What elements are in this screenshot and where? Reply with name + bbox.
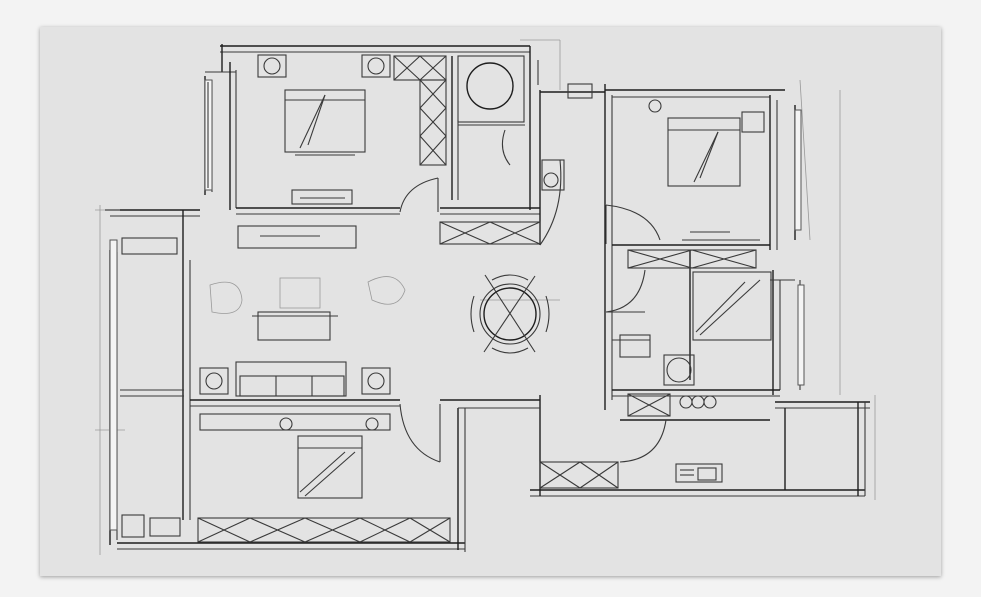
toilet	[541, 83, 593, 191]
bed-upper-left	[284, 89, 366, 156]
desk-upper-left	[291, 189, 353, 205]
bed-upper-right	[667, 117, 741, 187]
exterior-walls	[105, 44, 870, 552]
balcony-fixtures	[120, 237, 184, 538]
interior-walls	[190, 56, 780, 421]
window-left-balcony	[109, 239, 118, 531]
washbasin-round	[457, 55, 525, 126]
armchairs	[209, 276, 406, 314]
dimension-lines	[95, 39, 876, 555]
dining-table	[470, 274, 550, 354]
tv-console	[237, 225, 357, 249]
wardrobe-right	[627, 249, 757, 269]
sofa	[235, 361, 347, 397]
window-left-upper	[204, 79, 213, 191]
stove	[675, 463, 723, 483]
bed-lower-left	[297, 435, 363, 499]
wardrobe-hall	[439, 221, 541, 245]
washing-machine	[663, 354, 695, 386]
door-swings	[399, 129, 667, 463]
lamp-fixtures	[199, 54, 717, 431]
wardrobe-bottom	[197, 517, 451, 543]
desk-right	[682, 231, 760, 241]
coffee-table	[252, 311, 338, 341]
desk-lower	[199, 413, 391, 431]
shelving-right	[612, 111, 795, 358]
bed-middle-right	[692, 271, 772, 341]
cabinet-kitchen	[539, 393, 671, 489]
wardrobe-top	[393, 55, 447, 166]
window-right	[794, 109, 805, 386]
